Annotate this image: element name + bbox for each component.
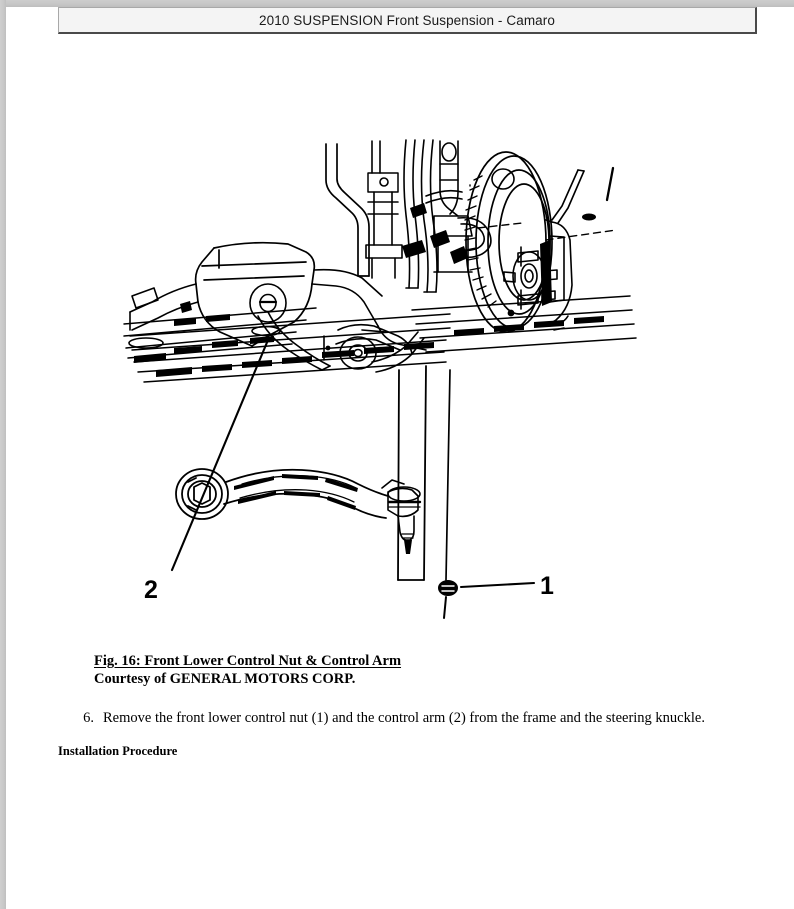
caliper-bracket-arm	[551, 169, 585, 224]
subframe-crossmember	[194, 241, 316, 347]
abs-sensor-ring	[491, 168, 515, 190]
figure-caption: Fig. 16: Front Lower Control Nut & Contr…	[94, 652, 694, 688]
vertical-post	[397, 365, 427, 581]
document-page: 2010 SUSPENSION Front Suspension - Camar…	[6, 7, 794, 909]
wire-harness-clips	[402, 203, 468, 264]
viewer-chrome-top-strip	[0, 0, 794, 7]
viewer-chrome-left-strip	[0, 0, 6, 909]
ground-hatch-blobs	[134, 314, 604, 377]
document-header-bar: 2010 SUSPENSION Front Suspension - Camar…	[58, 7, 757, 34]
procedure-step-number: 6.	[83, 710, 94, 726]
ground-hatch-ring	[128, 325, 281, 349]
reference-line-right	[477, 222, 617, 241]
callout-1-leader	[459, 581, 536, 589]
reference-tick-right	[605, 166, 615, 202]
procedure-step-item: 6. Remove the front lower control nut (1…	[68, 710, 768, 727]
figure-caption-courtesy: Courtesy of GENERAL MOTORS CORP.	[94, 671, 356, 687]
ball-joint-stud	[404, 540, 412, 554]
subframe-left-wing	[129, 283, 199, 331]
procedure-step-text: Remove the front lower control nut (1) a…	[103, 710, 705, 726]
frame-rail-upper-left	[325, 143, 370, 277]
callout-1-nut	[438, 580, 458, 596]
hub-bolt-hole	[507, 309, 515, 317]
bracket-upper-center	[365, 140, 403, 279]
callout-2-leader	[170, 338, 270, 572]
subframe-bolt-boss	[249, 283, 287, 323]
vertical-leader-right	[445, 369, 451, 581]
section-subheading: Installation Procedure	[58, 744, 178, 758]
callout-label-1: 1	[540, 572, 554, 600]
ball-joint	[387, 486, 422, 541]
document-header-title: 2010 SUSPENSION Front Suspension - Camar…	[259, 12, 555, 28]
small-boss-right	[582, 213, 596, 221]
control-arm-shading	[234, 474, 358, 510]
callout-1-nut-tail	[443, 596, 447, 619]
rotor-cooling-vanes	[464, 175, 497, 308]
ball-joint-knuckle-arm	[381, 479, 405, 489]
figure-illustration: 2 1	[6, 40, 794, 640]
hose-bundle-center	[403, 139, 438, 293]
callout-label-2: 2	[144, 576, 158, 604]
figure-caption-title: Fig. 16: Front Lower Control Nut & Contr…	[94, 653, 402, 669]
